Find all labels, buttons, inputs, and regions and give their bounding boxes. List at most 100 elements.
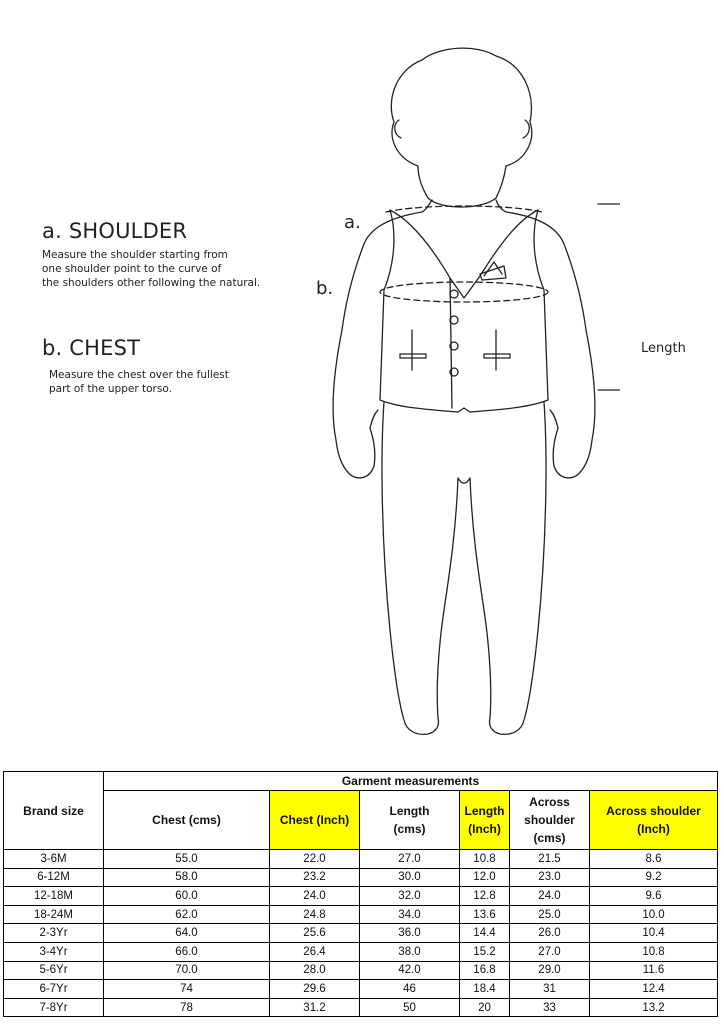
- column-header: Length(Inch): [459, 790, 510, 850]
- measurement-cell: 23.2: [269, 867, 360, 888]
- measurement-cell: 60.0: [103, 886, 270, 906]
- column-header-line: Length: [464, 804, 505, 818]
- chest-measure-line: [379, 281, 549, 303]
- measurement-cell: 15.2: [459, 941, 510, 962]
- measurement-cell: 23.0: [509, 867, 590, 888]
- measurement-cell: 66.0: [103, 941, 270, 962]
- measurement-cell: 50: [359, 997, 460, 1018]
- vest-button: [449, 341, 459, 351]
- measurement-cell: 28.0: [269, 960, 360, 981]
- measurement-cell: 10.8: [588, 941, 719, 962]
- brand-size-cell: 7-8Yr: [3, 997, 104, 1018]
- table-group-header-row: Brand size Garment measurements: [3, 771, 719, 850]
- measurement-cell: 10.4: [588, 923, 719, 943]
- vest-button: [449, 367, 459, 377]
- brand-size-cell: 12-18M: [3, 886, 104, 906]
- measurement-cell: 24.0: [269, 886, 360, 906]
- brand-size-header: Brand size: [3, 771, 104, 850]
- column-header-line: Length: [389, 804, 430, 818]
- brand-size-cell: 3-6M: [3, 849, 104, 869]
- measurement-cell: 24.0: [509, 886, 590, 906]
- measurement-cell: 70.0: [103, 960, 270, 981]
- measurement-cell: 26.4: [269, 941, 360, 962]
- measurement-cell: 36.0: [359, 923, 460, 943]
- column-header: Chest (cms): [103, 790, 270, 850]
- column-header-line: (cms): [533, 831, 566, 845]
- measurement-cell: 29.6: [269, 979, 360, 999]
- chest-letter: b.: [42, 336, 63, 360]
- measurement-cell: 46: [359, 979, 460, 999]
- measurement-cell: 12.8: [459, 886, 510, 906]
- measurement-cell: 58.0: [103, 867, 270, 888]
- brand-size-cell: 6-7Yr: [3, 979, 104, 999]
- pocket-square: [479, 265, 507, 281]
- measurement-cell: 22.0: [269, 849, 360, 869]
- column-header-line: Chest (cms): [152, 813, 221, 827]
- measurement-cell: 14.4: [459, 923, 510, 943]
- measurement-cell: 62.0: [103, 904, 270, 925]
- measurement-cell: 42.0: [359, 960, 460, 981]
- column-header-line: shoulder: [524, 813, 575, 827]
- measurement-cell: 38.0: [359, 941, 460, 962]
- shoulder-desc-line: Measure the shoulder starting from: [42, 249, 228, 261]
- brand-size-cell: 6-12M: [3, 867, 104, 888]
- chest-heading: b. CHEST: [42, 336, 140, 360]
- column-header-line: (Inch): [637, 822, 670, 836]
- measurement-cell: 27.0: [509, 941, 590, 962]
- table-column-header-row: Chest (cms)Chest (Inch)Length(cms)Length…: [4, 790, 719, 850]
- length-label: Length: [641, 341, 686, 356]
- garment-measurements-header: Garment measurements: [102, 771, 719, 791]
- measurement-cell: 9.6: [588, 886, 719, 906]
- measurement-cell: 33: [509, 997, 590, 1018]
- measurement-cell: 8.6: [588, 849, 719, 869]
- brand-size-cell: 5-6Yr: [3, 960, 104, 981]
- left-pocket: [399, 353, 427, 359]
- chest-title: CHEST: [69, 336, 141, 360]
- shoulder-desc-line: one shoulder point to the curve of: [42, 263, 222, 275]
- chest-description: Measure the chest over the fullest part …: [49, 368, 229, 396]
- measurement-cell: 12.4: [588, 979, 719, 999]
- marker-a: a.: [344, 212, 361, 233]
- shoulder-title: SHOULDER: [68, 219, 188, 243]
- measurement-cell: 10.0: [588, 904, 719, 925]
- measurement-cell: 18.4: [459, 979, 510, 999]
- measurement-cell: 21.5: [509, 849, 590, 869]
- measurement-cell: 20: [459, 997, 510, 1018]
- measurement-cell: 25.6: [269, 923, 360, 943]
- column-header: Across shoulder(Inch): [588, 790, 719, 850]
- measurement-cell: 13.6: [459, 904, 510, 925]
- measurement-cell: 64.0: [103, 923, 270, 943]
- shoulder-measure-line: [385, 205, 543, 213]
- measurement-cell: 30.0: [359, 867, 460, 888]
- vest-button: [449, 315, 459, 325]
- brand-size-cell: 18-24M: [3, 904, 104, 925]
- shoulder-heading: a. SHOULDER: [42, 219, 187, 243]
- measurement-cell: 16.8: [459, 960, 510, 981]
- measurement-cell: 29.0: [509, 960, 590, 981]
- body-outline: [332, 199, 596, 736]
- vest-outline: [379, 205, 549, 413]
- measurement-cell: 78: [103, 997, 270, 1018]
- measurement-cell: 34.0: [359, 904, 460, 925]
- child-vest-figure: [332, 47, 620, 736]
- brand-size-cell: 2-3Yr: [3, 923, 104, 943]
- measurement-cell: 31.2: [269, 997, 360, 1018]
- head-outline: [390, 47, 533, 208]
- measurement-cell: 74: [103, 979, 270, 999]
- column-header: Length(cms): [359, 790, 460, 850]
- measurement-cell: 25.0: [509, 904, 590, 925]
- length-bracket: [597, 203, 620, 391]
- vest-button: [449, 289, 459, 299]
- chest-desc-line: part of the upper torso.: [49, 383, 172, 395]
- shoulder-description: Measure the shoulder starting from one s…: [42, 248, 260, 290]
- measurement-cell: 13.2: [588, 997, 719, 1018]
- measurement-cell: 10.8: [459, 849, 510, 869]
- shoulder-desc-line: the shoulders other following the natura…: [42, 277, 261, 289]
- shoulder-letter: a.: [42, 219, 62, 243]
